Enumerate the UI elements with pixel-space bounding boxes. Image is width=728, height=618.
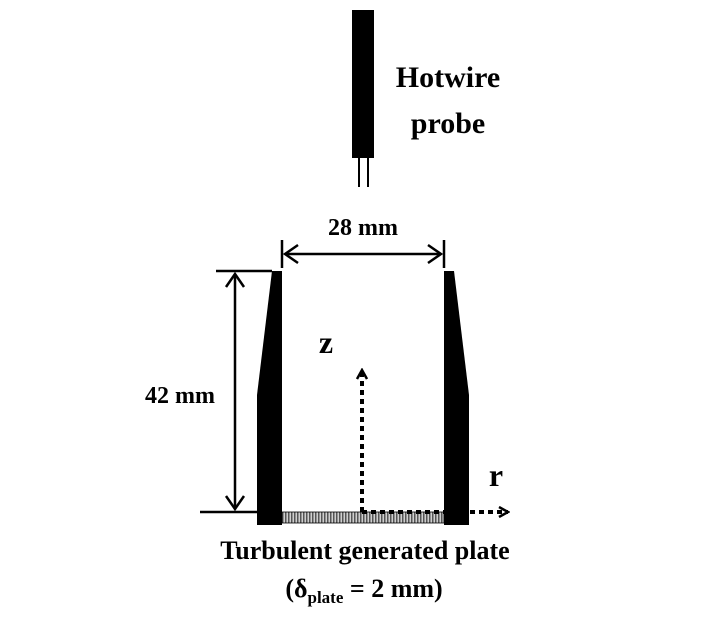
plate-thickness-suffix: = 2 mm) bbox=[343, 574, 442, 603]
nozzle-wall-left bbox=[257, 271, 282, 525]
plate-label: Turbulent generated plate bbox=[220, 536, 509, 565]
plate-thickness-prefix: (δ bbox=[285, 574, 307, 603]
width-label: 28 mm bbox=[328, 215, 398, 241]
probe-body bbox=[352, 10, 374, 158]
probe-label-line1: Hotwire bbox=[396, 61, 500, 94]
probe-label-line2: probe bbox=[411, 107, 485, 140]
plate-thickness-label: (δplate = 2 mm) bbox=[285, 574, 442, 607]
nozzle-wall-right bbox=[444, 271, 469, 525]
r-axis-label: r bbox=[489, 457, 503, 493]
z-axis-label: z bbox=[319, 324, 333, 360]
height-dimension bbox=[200, 269, 272, 514]
width-dimension bbox=[280, 240, 446, 268]
hotwire-probe bbox=[352, 10, 374, 187]
plate-thickness-subscript: plate bbox=[307, 588, 343, 607]
height-label: 42 mm bbox=[145, 383, 215, 409]
